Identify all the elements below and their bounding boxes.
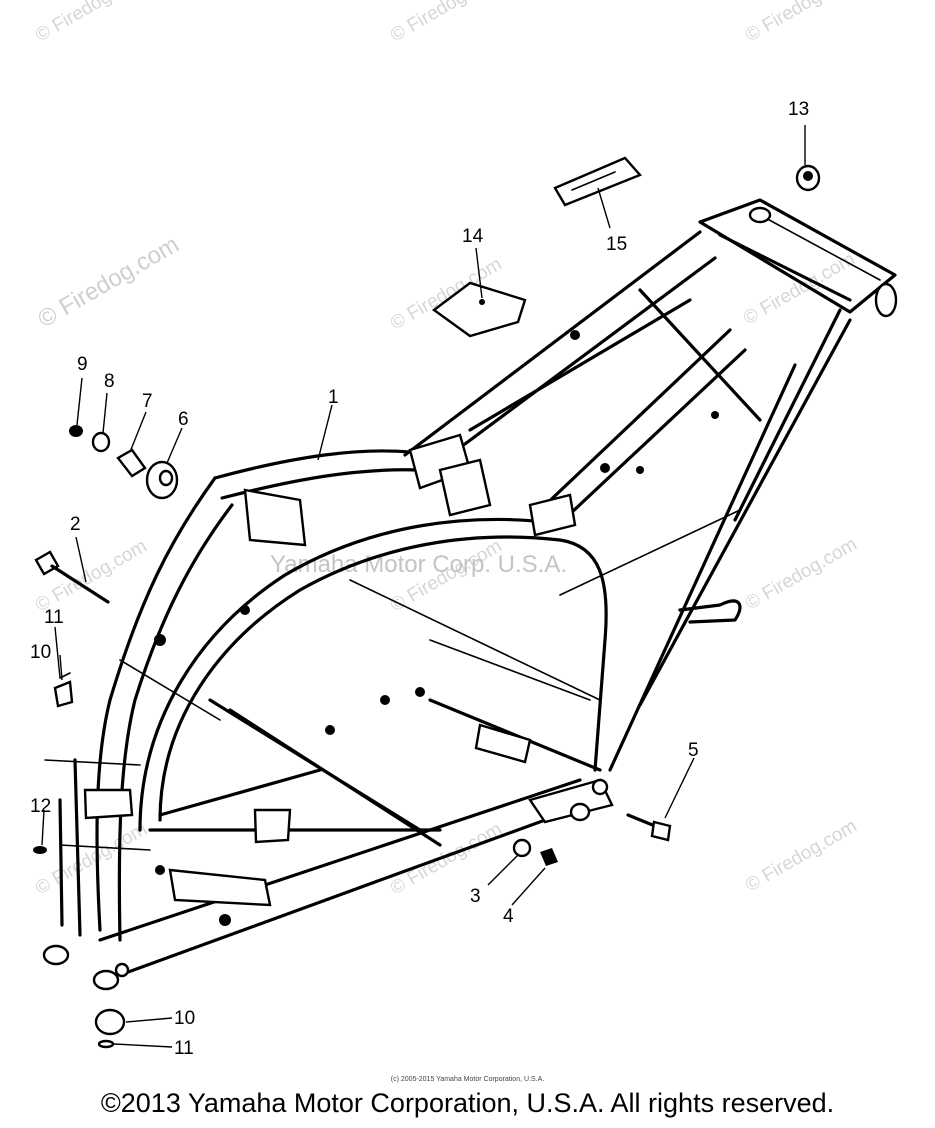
callout-5: 5: [688, 740, 699, 761]
part-13-bushing: [795, 164, 821, 192]
callout-13: 13: [788, 99, 809, 120]
callout-4: 4: [503, 906, 514, 927]
part-14-pad: [431, 281, 527, 338]
part-8-washer: [91, 431, 111, 453]
callout-11-lower: 11: [174, 1038, 194, 1059]
part-15-bracket: [553, 156, 643, 207]
callout-14: 14: [462, 226, 484, 247]
watermark-text: © Firedog.com: [740, 249, 859, 330]
callout-2: 2: [70, 514, 81, 535]
frame-drawing: [42, 198, 898, 991]
watermark-text: © Firedog.com: [387, 0, 506, 46]
callout-11-upper: 11: [44, 607, 64, 628]
leader-lines: [41, 125, 806, 1048]
callout-1: 1: [328, 387, 339, 408]
part-2-bolt: [34, 550, 110, 604]
watermark-text: © Firedog.com: [34, 231, 184, 333]
watermark-text: © Firedog.com: [742, 534, 861, 615]
part-6-damper: [145, 460, 179, 500]
part-7-collar: [116, 448, 147, 478]
callout-15: 15: [606, 234, 627, 255]
callout-7: 7: [142, 391, 153, 412]
callout-6: 6: [178, 409, 189, 430]
watermark-text: © Firedog.com: [742, 816, 861, 897]
part-5-bolt: [626, 813, 672, 842]
callout-8: 8: [104, 371, 115, 392]
watermark-center-text: Yamaha Motor Corp. U.S.A.: [270, 551, 567, 578]
callout-12: 12: [30, 796, 51, 817]
callout-10-upper: 10: [30, 642, 51, 663]
watermark-text: © Firedog.com: [32, 0, 151, 46]
callout-3: 3: [470, 886, 481, 907]
callout-9: 9: [77, 354, 88, 375]
part-10-damper-upper: [53, 672, 74, 708]
part-10-damper-lower: [94, 1008, 126, 1049]
callouts: 1 2 3 4 5 6 7 8 9 10 11 12 13 14 15 10 1…: [30, 99, 809, 1059]
part-12-washer: [33, 846, 47, 854]
callout-10-lower: 10: [174, 1008, 195, 1029]
part-9-nut: [69, 425, 83, 437]
watermark-text: © Firedog.com: [32, 819, 151, 900]
watermark-text: © Firedog.com: [32, 536, 151, 617]
parts-layer: [33, 156, 821, 1049]
part-3-washer: [512, 838, 532, 858]
small-credit-text: (c) 2005-2015 Yamaha Motor Corporation, …: [390, 1076, 545, 1083]
part-4-nut: [540, 848, 558, 866]
copyright-text: ©2013 Yamaha Motor Corporation, U.S.A. A…: [100, 1088, 835, 1118]
watermark-text: © Firedog.com: [742, 0, 861, 46]
